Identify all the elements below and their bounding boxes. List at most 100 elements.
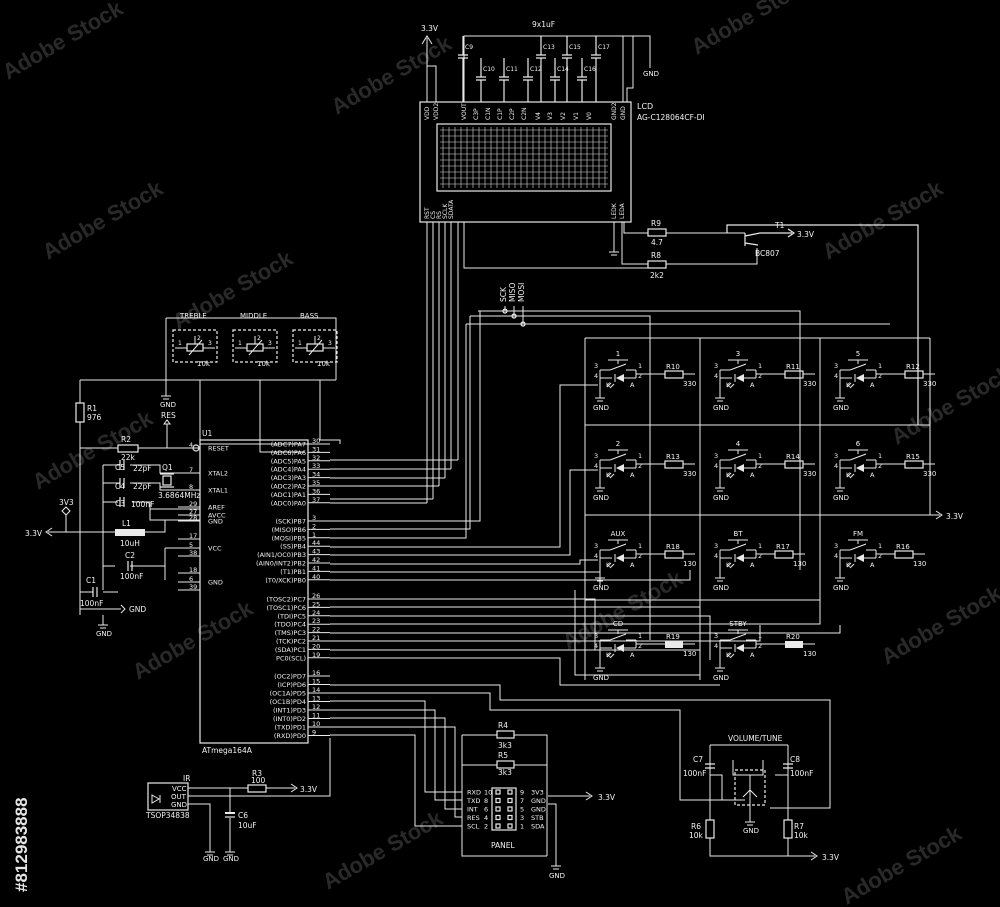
- switch-ground: [835, 378, 845, 402]
- lcd-capacitor: [499, 58, 509, 102]
- mcu-part: ATmega164A: [202, 746, 253, 755]
- mcu-left-pin-name: XTAL2: [208, 470, 228, 478]
- lcd-led-pin-label: LEDA: [619, 202, 626, 219]
- c2-value: 100nF: [120, 572, 143, 581]
- lcd-capacitor: [458, 36, 468, 102]
- switch-ground: [835, 558, 845, 582]
- mcu-left-pin-number: 18: [189, 566, 197, 574]
- switch-pin-label: K: [726, 561, 731, 569]
- switch-label: 1: [616, 350, 620, 358]
- pot-pin-label: 3: [268, 340, 272, 347]
- mcu-right-pin-name: (SS)PB4: [280, 543, 306, 551]
- res-testpoint: [163, 419, 171, 432]
- switch-ground: [835, 468, 845, 492]
- switch-pin-label: 4: [714, 642, 718, 650]
- c6-plate-top: [225, 812, 235, 814]
- watermark-text: Adobe Stock: [818, 175, 948, 264]
- c7-value: 100nF: [683, 769, 706, 778]
- mcu-left-pin-number: 38: [189, 549, 197, 557]
- lcd-capacitor: [591, 36, 601, 102]
- switch-led-leads: [719, 370, 757, 379]
- l1-inductor: [115, 529, 145, 536]
- switch-resistor-value: 130: [683, 560, 696, 568]
- mcu-right-pin-number: 15: [312, 678, 320, 686]
- lcd-top-pin-label: VDD2: [433, 103, 440, 120]
- mcu-right-pin-name: (SDA)PC1: [275, 646, 306, 654]
- switch-pin-label: K: [606, 651, 611, 659]
- r4-resistor: [496, 730, 515, 739]
- switch-gnd-label: GND: [593, 674, 609, 682]
- switch-pin-label: A: [750, 561, 755, 569]
- watermark-text: Adobe Stock: [887, 360, 1000, 449]
- mcu-left-pin-number: 27: [189, 508, 197, 516]
- r3-value: 100: [251, 776, 266, 785]
- r4-value: 3k3: [498, 741, 512, 750]
- switch-led: [736, 644, 744, 652]
- switch-ground: [715, 648, 725, 672]
- pot-body: [292, 329, 338, 363]
- mcu-right-pin-number: 16: [312, 669, 320, 677]
- panel-pin-pad: [507, 823, 513, 829]
- switch-pin-label: K: [846, 561, 851, 569]
- c4-capacitor: [119, 478, 125, 488]
- switch-pin-label: 1: [758, 452, 762, 460]
- mcu-right-pin-number: 30: [312, 437, 320, 445]
- mcu-left-pin-number: 7: [189, 466, 193, 474]
- panel-pin-name: STB: [531, 814, 544, 822]
- mcu-right-pin-name: (ADC4)PA4: [271, 466, 306, 474]
- switch-pin-label: K: [606, 471, 611, 479]
- mcu-right-pin-name: (SCK)PB7: [275, 518, 306, 526]
- mcu-left-pin-name: AREF: [208, 504, 225, 512]
- ir-gnd-label: GND: [203, 855, 219, 863]
- switch-pin-label: 3: [714, 542, 718, 550]
- mcu-right-pin-name: (AIN1/OC0)PB3: [257, 551, 306, 559]
- panel-pin-name: SDA: [531, 823, 545, 831]
- lcd-bottom-pin-label: RS: [436, 211, 443, 219]
- switch-contacts: [600, 449, 636, 461]
- mcu-left-pin-name: VCC: [208, 545, 222, 553]
- switch-resistor-value: 330: [803, 470, 816, 478]
- switch-resistor-ref: R17: [776, 543, 790, 551]
- panel-pin-number: 7: [520, 797, 524, 805]
- watermark-text: Adobe Stock: [0, 0, 128, 84]
- switch-led-emission: [846, 554, 856, 569]
- pot-wiring: [165, 317, 341, 453]
- spi-miso-label: MISO: [508, 283, 517, 302]
- switch-label: 2: [616, 440, 620, 448]
- mcu-right-pin-name: (OC2)PD7: [274, 673, 306, 681]
- c3-value: 100nF: [131, 500, 154, 509]
- r9-value: 4.7: [651, 238, 663, 247]
- r4-ref: R4: [498, 721, 508, 730]
- switch-ground: [715, 468, 725, 492]
- mcu-right-pin-name: (ADC1)PA1: [271, 491, 306, 499]
- switch-pin-label: K: [726, 381, 731, 389]
- switch-resistor: [785, 641, 803, 648]
- stock-id-vertical: #812983888: [12, 797, 31, 892]
- r6-value: 10k: [689, 831, 704, 840]
- switch-resistor: [664, 370, 684, 379]
- mcu-right-pin-number: 9: [312, 729, 316, 737]
- switch-pin-label: 4: [594, 462, 598, 470]
- spi-miso-terminal: [511, 313, 517, 319]
- lcd-top-pin-label: GND: [620, 106, 627, 120]
- mcu-right-pin-name: (T0/XCK)PB0: [265, 576, 306, 584]
- switch-gnd-label: GND: [713, 584, 729, 592]
- switch-led-emission: [606, 374, 616, 389]
- r5-value: 3k3: [498, 768, 512, 777]
- mcu-right-pin-number: 22: [312, 626, 320, 634]
- mcu-right-pins: 30(ADC7)PA731(ADC6)PA632(ADC5)PA533(ADC4…: [256, 437, 330, 740]
- panel-frame-wiring: [461, 734, 548, 857]
- c3-capacitor: [119, 497, 125, 507]
- panel-supply-label: 3.3V: [598, 793, 616, 802]
- mcu-portd-wiring: [330, 684, 831, 827]
- panel-pin-name: 3V3: [531, 789, 544, 797]
- mcu-right-pin-number: 31: [312, 445, 320, 453]
- panel-pin-pad: [507, 814, 513, 821]
- lcd-top-pin-label: V0: [586, 112, 593, 120]
- r2-ref: R2: [121, 435, 131, 444]
- switch-resistor: [664, 550, 684, 559]
- switch-pin-label: A: [630, 471, 635, 479]
- c6-gnd-label: GND: [223, 855, 239, 863]
